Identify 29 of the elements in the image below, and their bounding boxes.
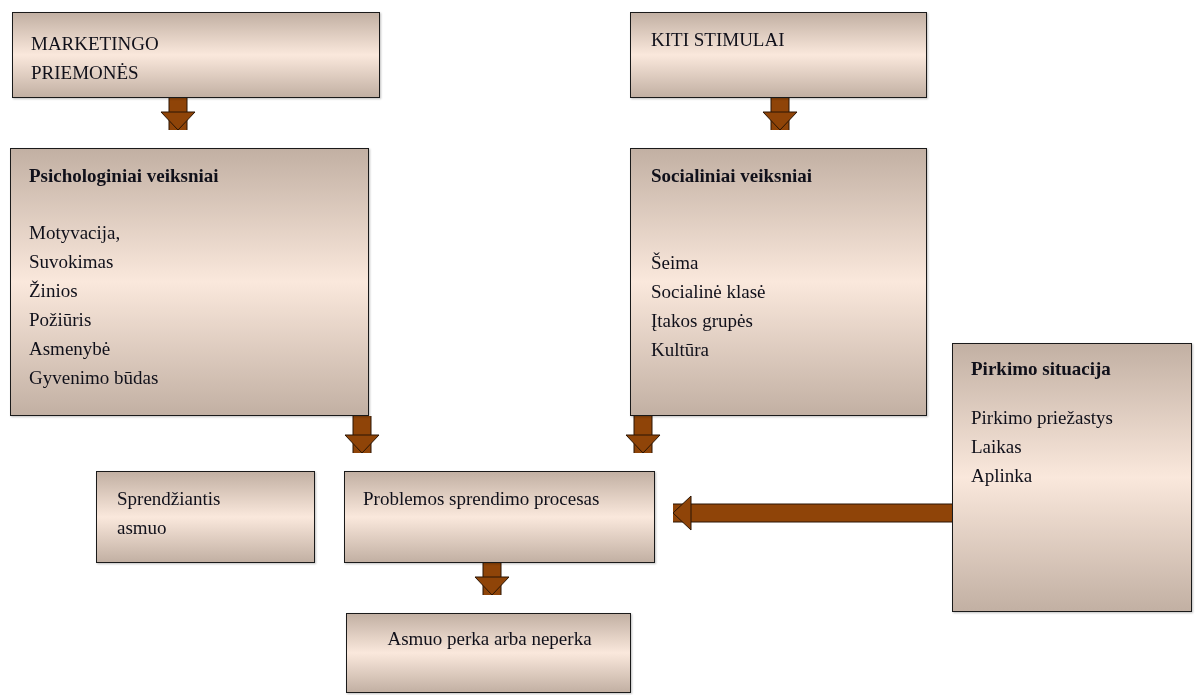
list-item: Šeima (651, 251, 700, 275)
list-item: Motyvacija, (29, 221, 122, 245)
box-label: KITI STIMULAI (651, 28, 786, 52)
list-item: Kultūra (651, 338, 711, 362)
process-box (12, 12, 380, 98)
box-heading: Psichologiniai veiksniai (29, 164, 220, 188)
box-label: Sprendžiantis asmuo (117, 487, 222, 540)
list-item: Pirkimo priežastys (971, 406, 1114, 430)
list-item: Asmenybė (29, 337, 112, 361)
list-item: Įtakos grupės (651, 309, 754, 333)
process-box (344, 471, 655, 563)
process-box (96, 471, 315, 563)
process-box (346, 613, 631, 693)
list-item: Socialinė klasė (651, 280, 767, 304)
box-heading: Socialiniai veiksniai (651, 164, 813, 188)
list-item: Gyvenimo būdas (29, 366, 160, 390)
process-box (630, 12, 927, 98)
process-box (952, 343, 1192, 612)
list-item: Laikas (971, 435, 1023, 459)
box-label: Problemos sprendimo procesas (363, 487, 601, 511)
list-item: Suvokimas (29, 250, 115, 274)
box-heading: Pirkimo situacija (971, 357, 1112, 381)
list-item: Žinios (29, 279, 79, 303)
process-box (630, 148, 927, 416)
process-box (10, 148, 369, 416)
list-item: Požiūris (29, 308, 93, 332)
box-label: MARKETINGO PRIEMONĖS (31, 32, 160, 85)
list-item: Aplinka (971, 464, 1034, 488)
box-label: Asmuo perka arba neperka (386, 627, 593, 651)
